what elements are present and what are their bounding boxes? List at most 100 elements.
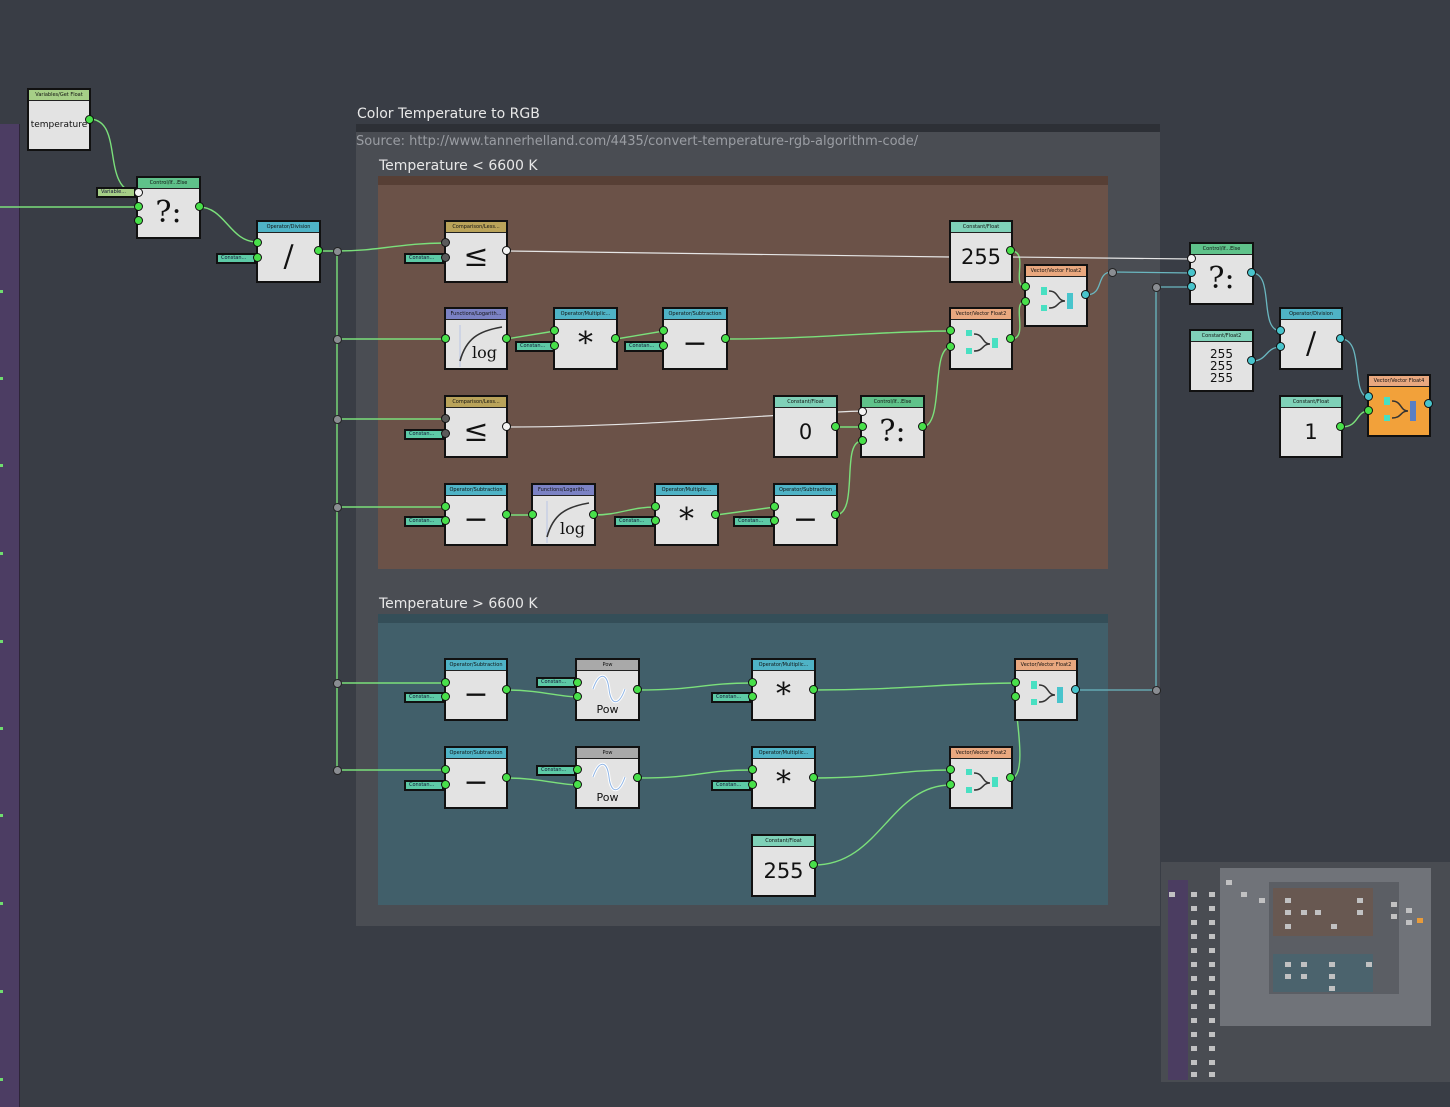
input-port[interactable] xyxy=(1187,282,1196,291)
subtract-node[interactable]: Operator/Subtraction − xyxy=(444,746,508,809)
constant-chip[interactable]: Constan... xyxy=(404,692,444,703)
multiply-node[interactable]: Operator/Multiplic... * xyxy=(553,307,618,370)
input-port[interactable] xyxy=(748,678,757,687)
input-port[interactable] xyxy=(441,238,450,247)
output-port[interactable] xyxy=(502,422,511,431)
input-port[interactable] xyxy=(1276,342,1285,351)
variable-chip[interactable]: Variable... xyxy=(96,187,136,198)
input-port[interactable] xyxy=(1187,268,1196,277)
constant-chip[interactable]: Constan... xyxy=(216,253,256,264)
input-port[interactable] xyxy=(651,516,660,525)
constant-chip[interactable]: Constan... xyxy=(536,765,576,776)
input-port[interactable] xyxy=(748,692,757,701)
input-port[interactable] xyxy=(441,334,450,343)
output-port[interactable] xyxy=(502,510,511,519)
output-port[interactable] xyxy=(589,510,598,519)
vector-float2-node[interactable]: Vector/Vector Float2 xyxy=(949,307,1013,370)
output-port[interactable] xyxy=(918,422,927,431)
output-port[interactable] xyxy=(502,334,511,343)
input-port[interactable] xyxy=(1364,392,1373,401)
output-port[interactable] xyxy=(1247,268,1256,277)
output-port[interactable] xyxy=(1336,334,1345,343)
input-port[interactable] xyxy=(134,216,143,225)
constant-chip[interactable]: Constan... xyxy=(624,341,664,352)
input-port[interactable] xyxy=(441,429,450,438)
output-port[interactable] xyxy=(721,334,730,343)
reroute-dot[interactable] xyxy=(333,415,342,424)
input-port[interactable] xyxy=(858,436,867,445)
input-port[interactable] xyxy=(253,253,262,262)
pow-node[interactable]: Pow Pow xyxy=(575,746,640,809)
constant-float-node[interactable]: Constant/Float 1 xyxy=(1279,395,1343,458)
output-port[interactable] xyxy=(1006,773,1015,782)
cool-group-title[interactable]: Temperature > 6600 K xyxy=(379,596,538,612)
input-port[interactable] xyxy=(946,765,955,774)
input-port[interactable] xyxy=(946,342,955,351)
minimap[interactable] xyxy=(1161,862,1450,1082)
input-port[interactable] xyxy=(441,414,450,423)
constant-chip[interactable]: Constan... xyxy=(404,780,444,791)
input-port[interactable] xyxy=(441,516,450,525)
subtract-node[interactable]: Operator/Subtraction − xyxy=(773,483,838,546)
input-port[interactable] xyxy=(528,510,537,519)
constant-chip[interactable]: Constan... xyxy=(711,692,751,703)
input-port[interactable] xyxy=(573,678,582,687)
output-port[interactable] xyxy=(809,685,818,694)
multiply-node[interactable]: Operator/Multiplic... * xyxy=(751,658,816,721)
output-port[interactable] xyxy=(195,202,204,211)
logarithm-node[interactable]: Functions/Logarith... log xyxy=(444,307,508,370)
vector-float2-node[interactable]: Vector/Vector Float2 xyxy=(1014,658,1078,721)
if-else-node[interactable]: Control/If...Else ?: xyxy=(1189,242,1254,305)
input-port[interactable] xyxy=(441,678,450,687)
output-port[interactable] xyxy=(809,860,818,869)
constant-float-node[interactable]: Constant/Float 0 xyxy=(773,395,838,458)
input-port[interactable] xyxy=(659,326,668,335)
output-port[interactable] xyxy=(1006,246,1015,255)
input-port[interactable] xyxy=(573,765,582,774)
output-port[interactable] xyxy=(831,510,840,519)
less-equal-node[interactable]: Comparison/Less... ≤ xyxy=(444,220,508,283)
constant-float-node[interactable]: Constant/Float 255 xyxy=(949,220,1013,283)
input-port[interactable] xyxy=(550,341,559,350)
subtract-node[interactable]: Operator/Subtraction − xyxy=(662,307,728,370)
input-port[interactable] xyxy=(1276,326,1285,335)
output-port[interactable] xyxy=(611,334,620,343)
reroute-dot[interactable] xyxy=(1152,283,1161,292)
division-node[interactable]: Operator/Division / xyxy=(1279,307,1343,370)
constant-chip[interactable]: Constan... xyxy=(404,516,444,527)
input-port[interactable] xyxy=(946,326,955,335)
input-port[interactable] xyxy=(770,502,779,511)
output-port[interactable] xyxy=(502,246,511,255)
input-port[interactable] xyxy=(946,780,955,789)
output-port[interactable] xyxy=(633,685,642,694)
reroute-dot[interactable] xyxy=(333,335,342,344)
warm-group-title[interactable]: Temperature < 6600 K xyxy=(379,158,538,174)
vector-float4-output-node[interactable]: Vector/Vector Float4 xyxy=(1367,374,1431,437)
input-port[interactable] xyxy=(659,341,668,350)
constant-float-node[interactable]: Constant/Float 255 xyxy=(751,834,816,897)
if-else-node[interactable]: Control/If...Else ?: xyxy=(136,176,201,239)
input-port[interactable] xyxy=(441,253,450,262)
input-port[interactable] xyxy=(770,516,779,525)
constant-chip[interactable]: Constan... xyxy=(614,516,654,527)
input-port[interactable] xyxy=(1021,282,1030,291)
input-port[interactable] xyxy=(134,202,143,211)
constant-chip[interactable]: Constan... xyxy=(404,253,444,264)
output-port[interactable] xyxy=(1081,290,1090,299)
output-port[interactable] xyxy=(85,115,94,124)
reroute-dot[interactable] xyxy=(1152,686,1161,695)
output-port[interactable] xyxy=(1247,356,1256,365)
reroute-dot[interactable] xyxy=(1108,268,1117,277)
constant-chip[interactable]: Constan... xyxy=(733,516,773,527)
output-port[interactable] xyxy=(1071,685,1080,694)
main-group-title[interactable]: Color Temperature to RGB xyxy=(357,106,540,122)
output-port[interactable] xyxy=(809,773,818,782)
multiply-node[interactable]: Operator/Multiplic... * xyxy=(654,483,719,546)
input-port[interactable] xyxy=(651,502,660,511)
constant-chip[interactable]: Constan... xyxy=(711,780,751,791)
subtract-node[interactable]: Operator/Subtraction − xyxy=(444,483,508,546)
output-port[interactable] xyxy=(831,422,840,431)
logarithm-node[interactable]: Functions/Logarith... log xyxy=(531,483,596,546)
output-port[interactable] xyxy=(502,685,511,694)
output-port[interactable] xyxy=(1006,334,1015,343)
